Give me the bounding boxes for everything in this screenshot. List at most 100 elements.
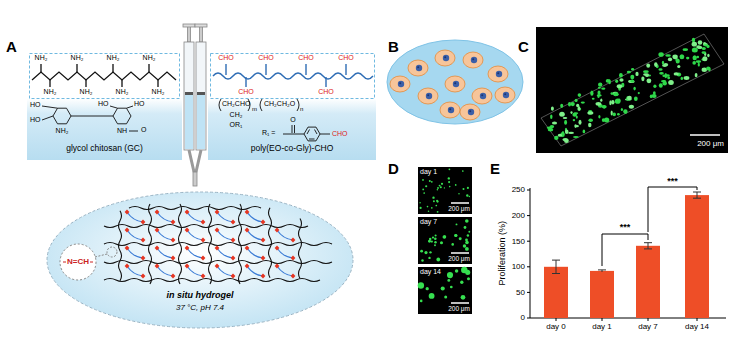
fluorescent-cell — [629, 80, 635, 83]
atom-label: NH₂ — [56, 127, 69, 135]
aldehyde-group: CHO — [238, 88, 254, 96]
fluorescent-cell — [560, 132, 564, 137]
category-label: day 1 — [592, 322, 612, 331]
aldehyde-group: CHO — [258, 54, 274, 62]
fluorescent-cell — [548, 128, 554, 132]
glycol-chitosan-chain — [41, 64, 158, 87]
cell-ellipse — [387, 40, 523, 124]
fluorescent-cell — [432, 197, 434, 199]
amine-group: NH₂ — [116, 88, 129, 96]
fluorescent-cell — [650, 94, 653, 98]
confocal-image: 200 μm — [536, 27, 728, 153]
polymer-chain — [179, 204, 182, 284]
crosslink-point — [275, 246, 280, 251]
fluorescent-cell — [419, 202, 420, 203]
fluorescent-cell — [429, 251, 431, 253]
fluorescent-cell — [592, 98, 595, 100]
panel-letter: A — [6, 38, 17, 55]
tick-label: 150 — [512, 237, 525, 246]
fluorescent-cell — [454, 234, 457, 237]
crosslink-point — [261, 274, 266, 279]
cell-nucleus — [469, 110, 471, 112]
amine-group: NH₂ — [80, 88, 93, 96]
fluorescent-cell — [448, 181, 450, 183]
fluorescent-cell — [608, 79, 611, 84]
cell-nucleus — [454, 82, 456, 84]
crosslinker-chain — [247, 248, 263, 258]
fluorescent-cell — [602, 118, 605, 122]
fluorescent-cell — [441, 183, 443, 185]
fluorescent-cell — [449, 168, 451, 170]
fluorescent-cell — [598, 87, 601, 89]
fluorescent-cell — [431, 181, 433, 183]
fluorescent-cell — [629, 105, 634, 109]
syringe — [197, 95, 205, 149]
cell — [445, 76, 465, 92]
fluorescent-cell — [627, 71, 631, 74]
aldehyde-polymer-chain — [213, 73, 373, 79]
fluorescent-cell — [424, 251, 427, 254]
cell-nucleus — [496, 71, 502, 77]
crosslink-point — [125, 264, 130, 269]
fluorescent-cell — [598, 104, 603, 108]
bar-chart — [527, 190, 530, 318]
fluorescent-cell — [662, 74, 665, 77]
fluorescent-cell — [675, 58, 678, 61]
fluorescent-cell — [578, 93, 582, 97]
hydrogel-title: in situ hydrogel — [166, 290, 233, 300]
fluorescent-cell — [429, 238, 431, 240]
polymer-chain — [104, 261, 332, 264]
image-frame — [541, 34, 724, 146]
polymer-chain — [209, 204, 212, 284]
crosslink-point — [291, 256, 296, 261]
crosslink-point — [185, 228, 190, 233]
syringe — [193, 172, 197, 186]
fluorescent-cell — [702, 47, 706, 50]
cell-nucleus — [497, 72, 499, 74]
fluorescent-cell — [603, 105, 605, 109]
glycol-chitosan-structure — [53, 108, 71, 124]
fluorescent-cell — [447, 279, 450, 282]
fluorescent-cell — [575, 99, 578, 102]
crosslinker-chain — [157, 230, 173, 240]
polymer-chain — [149, 204, 152, 284]
fluorescent-cell — [432, 237, 434, 239]
fluorescent-cell — [677, 73, 682, 77]
cell — [440, 102, 460, 118]
cell-nucleus — [443, 55, 449, 61]
cell-nucleus — [444, 56, 446, 58]
fluorescent-cell — [435, 205, 437, 207]
fluorescent-cell — [588, 123, 591, 128]
fluorescent-cell — [428, 240, 431, 243]
fluorescent-cell — [674, 72, 679, 75]
imine-bond: N=CH — [67, 257, 89, 266]
cell — [390, 76, 410, 92]
amine-group: NH₂ — [143, 54, 156, 62]
fluorescent-cell — [429, 180, 431, 182]
fluorescent-cell — [618, 98, 621, 102]
crosslink-point — [231, 238, 236, 243]
fluorescent-cell — [645, 74, 649, 77]
fluorescent-cell — [579, 120, 582, 125]
crosslinker-chain — [247, 212, 263, 222]
fluorescent-cell — [459, 237, 462, 240]
crosslink-point — [141, 238, 146, 243]
fluorescent-cell — [617, 84, 623, 88]
crosslink-point — [201, 274, 206, 279]
cell — [488, 66, 508, 82]
crosslink-inset — [107, 247, 117, 257]
fluorescent-cell — [643, 73, 649, 76]
fluorescent-cell — [631, 68, 634, 71]
fluorescent-cell — [597, 94, 602, 96]
fluorescent-cell — [663, 81, 667, 86]
syringe — [185, 92, 193, 95]
glycol-chitosan-structure — [113, 108, 131, 124]
image-frame — [541, 34, 724, 146]
crosslink-point — [215, 210, 220, 215]
crosslink-point — [141, 256, 146, 261]
crosslinker-chain — [247, 266, 263, 276]
crosslinker-chain — [157, 212, 173, 222]
fluorescent-cell — [619, 73, 623, 78]
